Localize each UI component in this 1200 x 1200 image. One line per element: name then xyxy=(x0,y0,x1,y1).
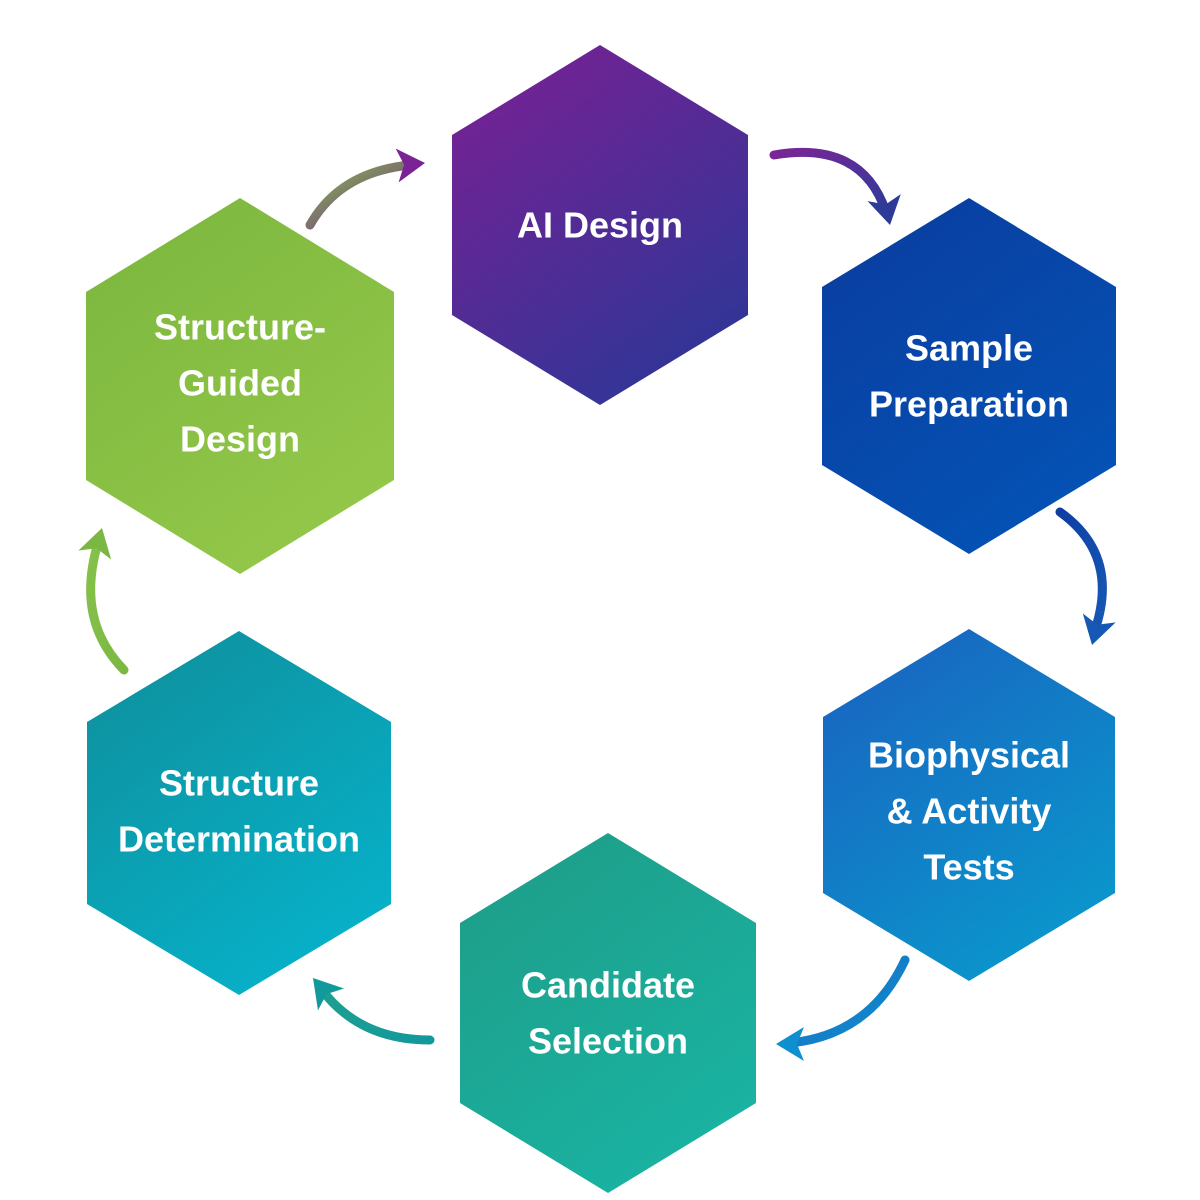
arrow-shaft xyxy=(1055,507,1107,635)
hex-shape xyxy=(86,198,394,574)
arrow-sample-preparation-to-biophysical-activity-tests xyxy=(1055,507,1116,645)
hex-label-structure-guided-design-line-1: Structure- xyxy=(154,307,326,348)
arrow-structure-guided-design-to-ai-design xyxy=(305,148,425,230)
arrow-structure-determination-to-structure-guided-design xyxy=(78,528,129,675)
arrow-shaft xyxy=(86,538,129,675)
hex-shape xyxy=(460,833,756,1193)
arrow-candidate-selection-to-structure-determination xyxy=(313,978,435,1045)
hex-label-candidate-selection-line-1: Candidate xyxy=(521,965,695,1006)
hex-label-ai-design-line-1: AI Design xyxy=(517,205,683,246)
hex-label-candidate-selection-line-2: Selection xyxy=(528,1021,688,1062)
hex-label-structure-determination-line-1: Structure xyxy=(159,763,319,804)
hex-label-structure-guided-design-line-2: Guided xyxy=(178,363,302,404)
hex-label-sample-preparation-line-2: Preparation xyxy=(869,384,1069,425)
hex-label-structure-determination-line-2: Determination xyxy=(118,819,360,860)
hex-label-sample-preparation-line-1: Sample xyxy=(905,328,1033,369)
hex-shape xyxy=(823,629,1115,981)
hex-label-biophysical-activity-tests-line-3: Tests xyxy=(923,847,1014,888)
hex-shape xyxy=(822,198,1116,554)
arrow-head xyxy=(776,1027,804,1061)
arrow-head xyxy=(1082,613,1116,645)
hex-shape xyxy=(87,631,391,995)
arrow-shaft xyxy=(317,985,435,1045)
hex-ai-design: AI Design xyxy=(452,45,748,405)
arrow-head xyxy=(313,978,345,1011)
arrow-head xyxy=(78,528,112,560)
hex-label-biophysical-activity-tests-line-2: & Activity xyxy=(887,791,1052,832)
arrow-shaft xyxy=(785,955,910,1048)
arrow-biophysical-activity-tests-to-candidate-selection xyxy=(776,955,910,1061)
hex-shape xyxy=(452,45,748,405)
hex-label-structure-guided-design-line-3: Design xyxy=(180,419,300,460)
arrow-head xyxy=(395,148,425,183)
arrow-shaft xyxy=(769,147,891,217)
arrow-ai-design-to-sample-preparation xyxy=(769,147,901,225)
arrows-layer xyxy=(78,147,1116,1061)
arrow-shaft xyxy=(305,160,415,230)
arrow-head xyxy=(867,194,901,225)
hex-label-biophysical-activity-tests-line-1: Biophysical xyxy=(868,735,1070,776)
